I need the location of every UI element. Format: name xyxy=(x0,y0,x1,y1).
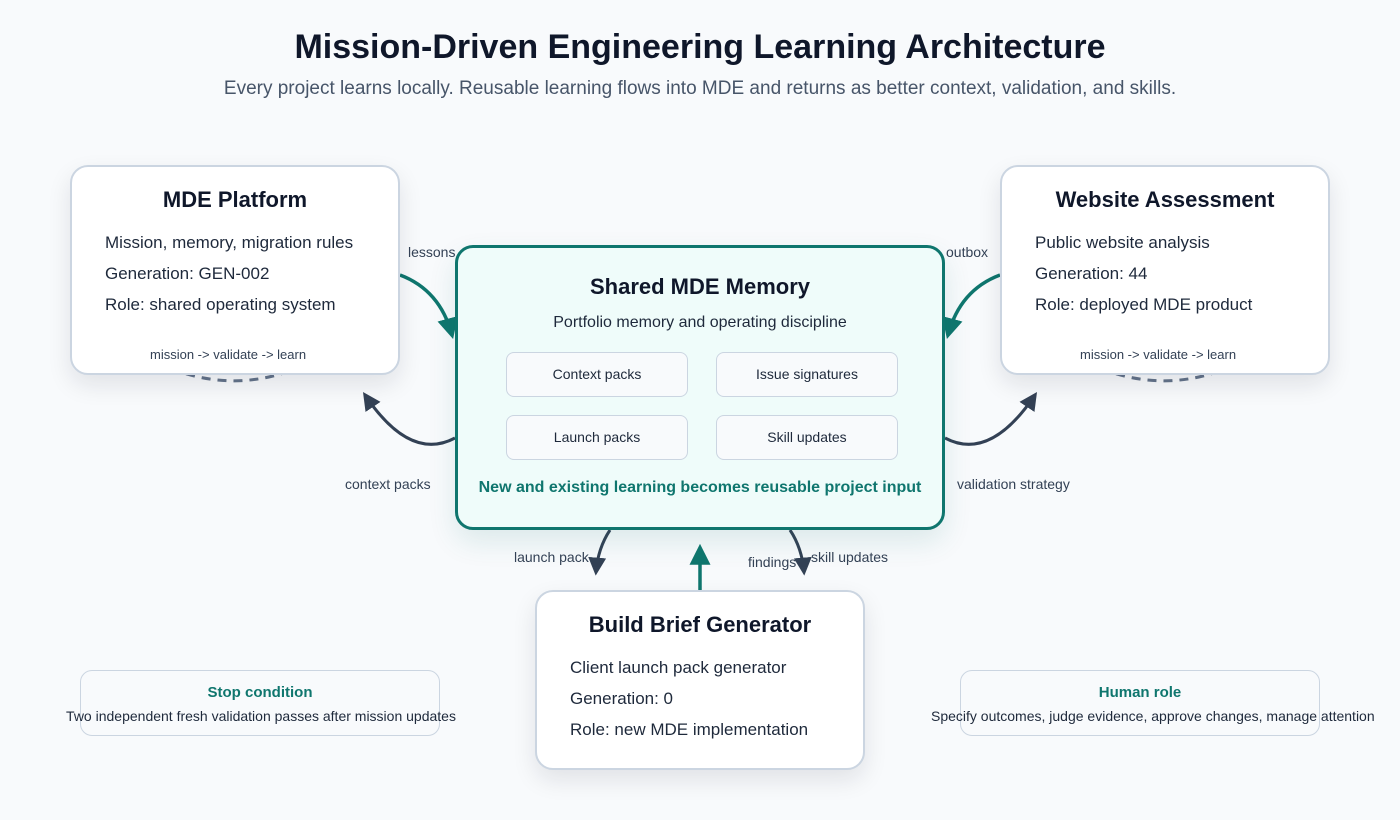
node-website-assessment-line-3: Role: deployed MDE product xyxy=(1035,295,1253,314)
edge-outbox xyxy=(942,273,1001,340)
node-build-brief-generator: Build Brief Generator Client launch pack… xyxy=(535,590,865,770)
node-shared-mde-memory: Shared MDE Memory Portfolio memory and o… xyxy=(455,245,945,530)
node-mde-platform-title: MDE Platform xyxy=(162,187,308,212)
edge-label-skill-updates: skill updates xyxy=(811,549,889,565)
note-stop-condition-text: Two independent fresh validation passes … xyxy=(66,708,456,724)
note-human-role: Human role Specify outcomes, judge evide… xyxy=(931,670,1375,736)
node-build-brief-title: Build Brief Generator xyxy=(588,612,812,637)
node-website-assessment: Website Assessment Public website analys… xyxy=(1000,165,1330,375)
edge-skill-updates xyxy=(788,529,812,576)
page-title: Mission-Driven Engineering Learning Arch… xyxy=(294,28,1106,66)
shared-memory-title: Shared MDE Memory xyxy=(589,274,811,299)
note-human-role-text: Specify outcomes, judge evidence, approv… xyxy=(931,708,1375,724)
edge-label-launch-pack: launch pack xyxy=(514,549,589,565)
node-mde-platform-line-2: Generation: GEN-002 xyxy=(105,264,270,283)
item-issue-signatures: Issue signatures xyxy=(716,352,898,397)
edge-label-validation-strategy: validation strategy xyxy=(957,476,1070,492)
node-build-brief-line-1: Client launch pack generator xyxy=(570,658,787,677)
page-subtitle: Every project learns locally. Reusable l… xyxy=(223,78,1177,99)
loop-label-mde-platform: mission -> validate -> learn xyxy=(150,347,307,362)
edge-launch-pack xyxy=(588,529,612,576)
note-stop-condition-title: Stop condition xyxy=(207,684,313,701)
node-mde-platform: MDE Platform Mission, memory, migration … xyxy=(70,165,400,375)
shared-memory-subtitle: Portfolio memory and operating disciplin… xyxy=(553,314,847,331)
edge-context-packs xyxy=(362,392,456,446)
loop-label-website-assessment: mission -> validate -> learn xyxy=(1080,347,1237,362)
node-mde-platform-line-1: Mission, memory, migration rules xyxy=(105,233,354,252)
edge-label-outbox: outbox xyxy=(946,244,989,260)
shared-memory-footer: New and existing learning becomes reusab… xyxy=(478,479,922,496)
node-website-assessment-line-2: Generation: 44 xyxy=(1035,264,1148,283)
node-website-assessment-line-1: Public website analysis xyxy=(1035,233,1210,252)
node-mde-platform-line-3: Role: shared operating system xyxy=(105,295,336,314)
edge-label-context-packs: context packs xyxy=(345,476,431,492)
item-context-packs: Context packs xyxy=(506,352,688,397)
node-website-assessment-title: Website Assessment xyxy=(1055,187,1275,212)
item-skill-updates: Skill updates xyxy=(716,415,898,460)
edge-lessons xyxy=(399,273,458,340)
note-human-role-title: Human role xyxy=(1098,684,1182,701)
edge-validation-strategy xyxy=(944,392,1038,446)
edge-label-findings: findings xyxy=(748,554,797,570)
item-launch-packs: Launch packs xyxy=(506,415,688,460)
note-stop-condition: Stop condition Two independent fresh val… xyxy=(66,670,456,736)
node-build-brief-line-2: Generation: 0 xyxy=(570,689,674,708)
node-build-brief-line-3: Role: new MDE implementation xyxy=(570,720,809,739)
edge-label-lessons: lessons xyxy=(408,244,456,260)
